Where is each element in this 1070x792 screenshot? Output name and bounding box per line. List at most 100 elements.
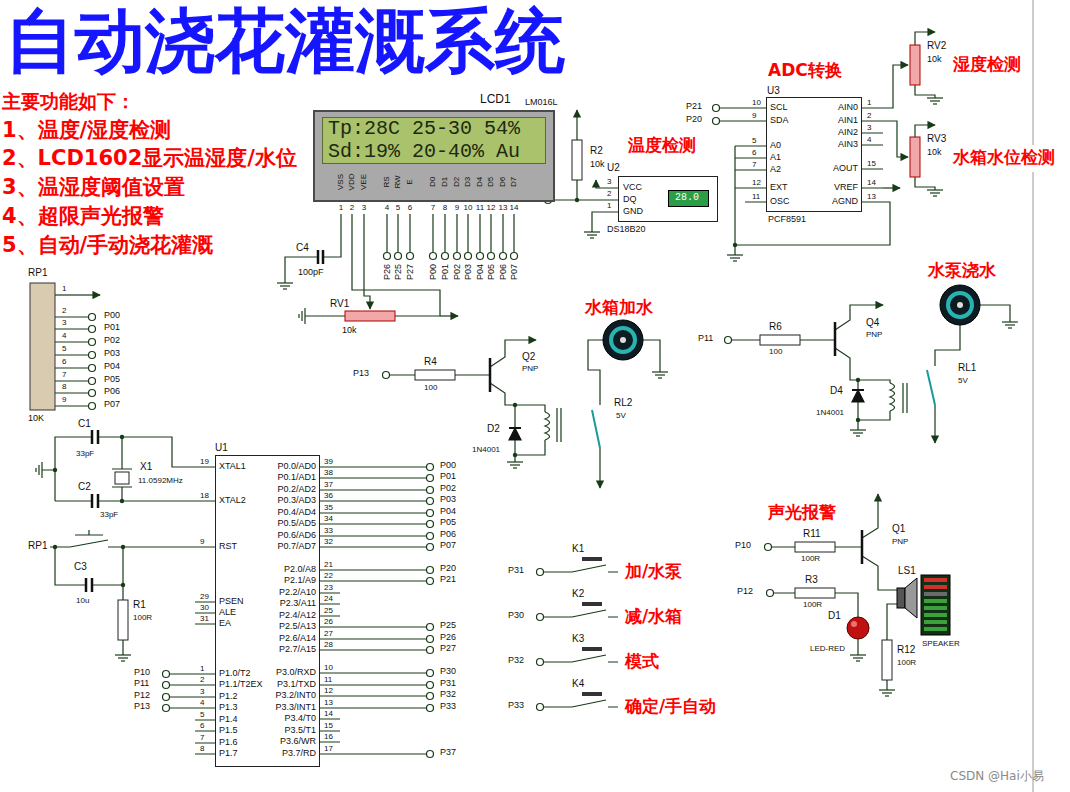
- pin-name: P3.7/RD: [282, 749, 316, 758]
- part-label: P21: [440, 575, 456, 584]
- pin-name: P2.6/A14: [279, 634, 316, 643]
- pin-name: P2.7/A15: [279, 645, 316, 654]
- part-label: RV2: [927, 41, 946, 51]
- part-label: LM016L: [525, 98, 558, 107]
- pin-name: P0.1/AD1: [277, 473, 316, 482]
- part-label: R1: [133, 600, 146, 610]
- part-label: 2: [867, 112, 871, 120]
- pin-name: P0.7/AD7: [277, 542, 316, 551]
- part-label: 100R: [897, 659, 916, 667]
- part-label: 21: [324, 561, 333, 569]
- part-label: 18: [200, 492, 209, 500]
- part-label: P33: [440, 702, 456, 711]
- pin-name: AIN0: [838, 103, 858, 112]
- part-label: 7: [752, 161, 756, 169]
- part-label: U2: [607, 163, 620, 173]
- part-label: 12: [752, 179, 761, 187]
- part-label: P06: [104, 387, 120, 396]
- part-label: 3: [62, 319, 66, 327]
- part-label: RP1: [28, 268, 47, 278]
- pin-name: P1.1/T2EX: [219, 680, 263, 689]
- part-label: 100R: [801, 555, 820, 563]
- pin-name: P1.0/T2: [219, 669, 251, 678]
- callout-text: 加/水泵: [625, 563, 682, 580]
- pin-name: RW: [394, 175, 402, 188]
- part-label: 25: [324, 607, 333, 615]
- part-label: 30: [200, 604, 209, 612]
- pin-number: 2: [350, 204, 354, 212]
- part-label: P07: [440, 541, 456, 550]
- part-label: P05: [104, 375, 120, 384]
- pin-name: P1.6: [219, 738, 238, 747]
- net-label: P03: [464, 264, 473, 280]
- pin-name: P1.7: [219, 749, 238, 758]
- part-label: 15: [324, 722, 333, 730]
- pin-name: RST: [219, 542, 237, 551]
- watermark: CSDN @Hai小易: [950, 770, 1044, 782]
- part-label: P06: [440, 530, 456, 539]
- part-label: 38: [324, 469, 333, 477]
- pin-name: P0.0/AD0: [277, 462, 316, 471]
- net-terminals: [89, 105, 774, 758]
- part-label: 5: [200, 711, 204, 719]
- callout-text: 1、温度/湿度检测: [2, 120, 171, 141]
- mcu-chip: XTAL1XTAL2RSTPSENALEEAP1.0/T2P1.1/T2EXP1…: [215, 455, 320, 767]
- pin-name: EA: [219, 619, 231, 628]
- part-label: U3: [767, 86, 780, 96]
- part-label: P30: [440, 667, 456, 676]
- pin-number: 7: [431, 204, 435, 212]
- callout-text: 声光报警: [768, 504, 836, 521]
- part-label: 6: [200, 722, 204, 730]
- part-label: P11: [134, 679, 149, 688]
- part-label: 4: [62, 332, 66, 340]
- part-label: P03: [104, 349, 120, 358]
- part-label: P32: [508, 656, 524, 665]
- part-label: P20: [440, 564, 456, 573]
- part-label: 6: [752, 149, 756, 157]
- pin-name: E: [406, 179, 414, 184]
- pin-name: D0: [429, 177, 437, 187]
- part-label: C1: [78, 419, 91, 429]
- part-label: P03: [440, 495, 456, 504]
- part-label: D4: [830, 386, 843, 396]
- part-label: 15: [867, 160, 876, 168]
- temperature-display: 28.0: [668, 190, 709, 207]
- part-label: 26: [324, 618, 333, 626]
- pin-number: 1: [339, 204, 343, 212]
- callout-text: 5、自动/手动浇花灌溉: [2, 235, 213, 256]
- pin-name: P1.5: [219, 726, 238, 735]
- part-label: 32: [324, 538, 333, 546]
- pin-name: AIN2: [838, 128, 858, 137]
- part-label: Q1: [892, 524, 905, 534]
- lcd-text: Tp:28C 25-30 54%: [328, 119, 520, 139]
- pin-name: AGND: [832, 197, 858, 206]
- pin-name: P2.4/A12: [279, 611, 316, 620]
- part-label: P04: [440, 507, 456, 516]
- pin-name: P3.5/T1: [284, 726, 316, 735]
- part-label: 3: [867, 124, 871, 132]
- callout-text: 2、LCD1602显示温湿度/水位: [2, 148, 297, 169]
- pin-number: 14: [510, 204, 519, 212]
- part-label: R2: [590, 146, 603, 156]
- diode-symbols: [509, 390, 864, 440]
- part-label: 4: [200, 699, 204, 707]
- display-value: 28.0: [668, 193, 706, 203]
- part-label: R4: [424, 357, 437, 367]
- part-label: 39: [324, 458, 333, 466]
- part-label: 14: [867, 179, 876, 187]
- pin-name: VCC: [623, 183, 642, 192]
- callout-text: ADC转换: [768, 62, 842, 79]
- part-label: 1N4001: [472, 446, 500, 454]
- wires: [42, 32, 1010, 754]
- part-label: 16: [324, 733, 333, 741]
- pin-name: P1.2: [219, 692, 238, 701]
- part-label: P27: [440, 644, 456, 653]
- pin-name: P1.4: [219, 715, 238, 724]
- part-label: 100: [769, 348, 782, 356]
- part-label: Q2: [522, 352, 535, 362]
- part-label: P20: [686, 115, 702, 124]
- part-label: 1: [867, 99, 871, 107]
- part-label: P13: [134, 702, 150, 711]
- callout-text: 主要功能如下：: [2, 92, 135, 111]
- pin-name: VDD: [348, 174, 356, 191]
